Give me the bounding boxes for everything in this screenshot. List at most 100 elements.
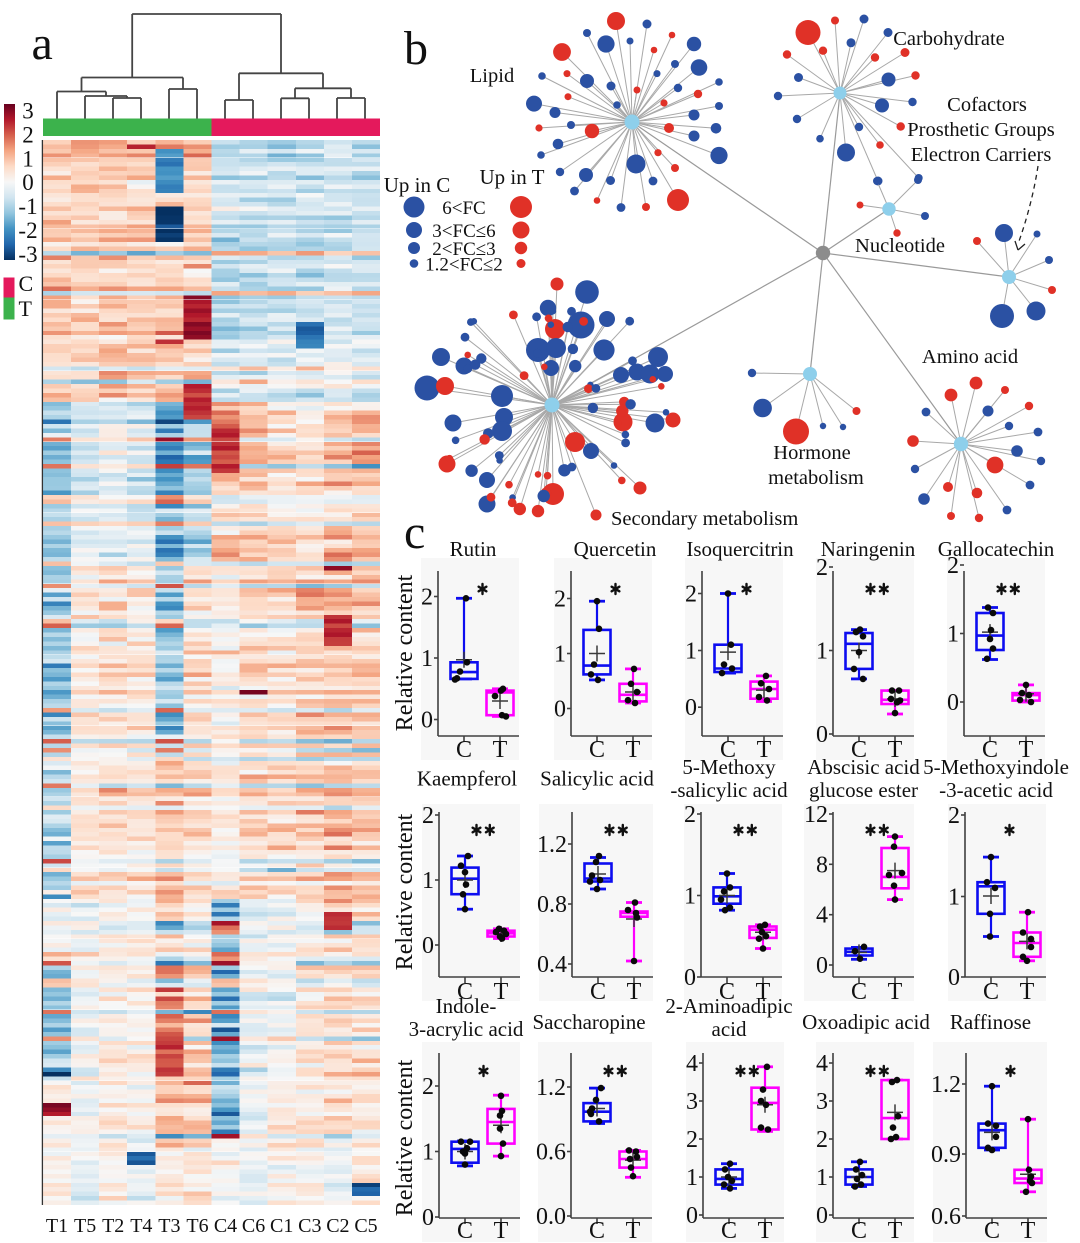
svg-text:2: 2: [685, 582, 697, 608]
svg-text:Relative content: Relative content: [392, 1059, 418, 1216]
svg-text:1.2: 1.2: [931, 1072, 961, 1098]
svg-text:T: T: [1021, 1218, 1036, 1243]
svg-text:1: 1: [816, 1165, 828, 1191]
svg-text:1: 1: [554, 642, 566, 668]
svg-text:0: 0: [816, 722, 828, 748]
svg-text:T: T: [888, 979, 903, 1005]
svg-text:Up in C: Up in C: [384, 173, 451, 197]
svg-text:1: 1: [685, 639, 697, 665]
svg-text:T: T: [1019, 737, 1034, 763]
svg-text:C: C: [719, 979, 735, 1005]
svg-text:C: C: [720, 737, 736, 763]
svg-text:5-Methoxyindole: 5-Methoxyindole: [923, 755, 1069, 779]
svg-text:1: 1: [22, 146, 34, 171]
svg-text:2: 2: [684, 802, 696, 828]
svg-text:T6: T6: [186, 1215, 208, 1237]
svg-text:Isoquercitrin: Isoquercitrin: [686, 537, 794, 561]
svg-text:C: C: [590, 979, 606, 1005]
svg-text:Gallocatechin: Gallocatechin: [938, 537, 1055, 561]
svg-text:Rutin: Rutin: [450, 537, 497, 561]
svg-text:6<FC: 6<FC: [442, 198, 485, 219]
svg-text:T: T: [627, 979, 642, 1005]
svg-text:2: 2: [947, 553, 959, 579]
svg-text:T: T: [1020, 979, 1035, 1005]
svg-text:0.8: 0.8: [537, 892, 567, 918]
svg-text:1: 1: [422, 1140, 434, 1166]
svg-text:3<FC≤6: 3<FC≤6: [432, 221, 495, 242]
svg-text:2: 2: [554, 587, 566, 613]
svg-text:Salicylic acid: Salicylic acid: [540, 767, 654, 791]
svg-text:T4: T4: [130, 1215, 152, 1237]
svg-text:C2: C2: [326, 1215, 349, 1237]
svg-text:Kaempferol: Kaempferol: [417, 767, 517, 791]
svg-text:0: 0: [684, 965, 696, 991]
svg-text:-1: -1: [18, 194, 37, 219]
svg-text:C6: C6: [242, 1215, 265, 1237]
svg-text:C: C: [983, 979, 999, 1005]
svg-text:Prosthetic Groups: Prosthetic Groups: [907, 119, 1054, 141]
svg-text:T5: T5: [74, 1215, 96, 1237]
svg-text:T: T: [758, 1218, 773, 1243]
svg-text:1.2: 1.2: [537, 832, 567, 858]
svg-text:1.2: 1.2: [536, 1075, 566, 1101]
svg-text:3-acrylic acid: 3-acrylic acid: [409, 1017, 524, 1041]
svg-text:-3: -3: [18, 242, 37, 267]
svg-text:Carbohydrate: Carbohydrate: [893, 28, 1005, 50]
svg-text:C: C: [457, 979, 473, 1005]
svg-text:0: 0: [686, 1203, 698, 1229]
svg-text:Oxoadipic acid: Oxoadipic acid: [802, 1010, 930, 1034]
svg-text:2: 2: [22, 122, 34, 147]
svg-text:0.9: 0.9: [931, 1142, 961, 1168]
svg-text:8: 8: [816, 852, 828, 878]
svg-text:T3: T3: [158, 1215, 180, 1237]
svg-text:b: b: [404, 22, 428, 75]
svg-text:T2: T2: [102, 1215, 124, 1237]
svg-text:acid: acid: [712, 1017, 747, 1041]
svg-text:0: 0: [422, 933, 434, 959]
svg-text:T: T: [888, 1218, 903, 1243]
svg-text:C: C: [589, 1218, 605, 1243]
svg-text:0: 0: [947, 690, 959, 716]
svg-text:C5: C5: [354, 1215, 377, 1237]
svg-text:C: C: [851, 737, 867, 763]
svg-text:0: 0: [685, 695, 697, 721]
svg-text:1: 1: [816, 639, 828, 665]
svg-text:T1: T1: [46, 1215, 68, 1237]
svg-text:0.6: 0.6: [536, 1140, 566, 1166]
svg-text:C: C: [721, 1218, 737, 1243]
svg-text:Electron Carriers: Electron Carriers: [911, 144, 1052, 166]
svg-text:2-Aminoadipic: 2-Aminoadipic: [665, 994, 792, 1018]
svg-text:C: C: [457, 1218, 473, 1243]
svg-text:T: T: [626, 1218, 641, 1243]
svg-text:T: T: [19, 296, 33, 321]
svg-text:0: 0: [22, 170, 34, 195]
svg-text:T: T: [626, 737, 641, 763]
svg-text:Secondary metabolism: Secondary metabolism: [611, 508, 798, 530]
svg-text:2: 2: [816, 555, 828, 581]
svg-text:glucose ester: glucose ester: [809, 778, 918, 802]
svg-text:Up in T: Up in T: [480, 165, 545, 189]
svg-text:T: T: [756, 979, 771, 1005]
svg-text:Relative content: Relative content: [392, 574, 418, 731]
svg-text:Naringenin: Naringenin: [821, 537, 916, 561]
svg-text:Quercetin: Quercetin: [574, 537, 657, 561]
svg-text:Indole-: Indole-: [436, 994, 497, 1018]
svg-text:c: c: [404, 506, 425, 559]
svg-text:Abscisic acid: Abscisic acid: [807, 755, 920, 779]
svg-text:C: C: [984, 1218, 1000, 1243]
svg-text:-3-acetic acid: -3-acetic acid: [939, 778, 1053, 802]
svg-text:C4: C4: [214, 1215, 237, 1237]
svg-text:0: 0: [816, 953, 828, 979]
svg-text:1: 1: [686, 1165, 698, 1191]
svg-text:Nucleotide: Nucleotide: [855, 235, 945, 257]
svg-text:Lipid: Lipid: [470, 65, 514, 87]
svg-text:a: a: [32, 17, 53, 70]
svg-text:T: T: [888, 737, 903, 763]
svg-text:1.2<FC≤2: 1.2<FC≤2: [425, 255, 503, 276]
svg-text:2: 2: [816, 1127, 828, 1153]
svg-text:0: 0: [816, 1203, 828, 1229]
svg-text:C: C: [456, 737, 472, 763]
svg-text:C3: C3: [298, 1215, 321, 1237]
svg-text:metabolism: metabolism: [768, 467, 864, 489]
svg-text:1: 1: [421, 646, 433, 672]
